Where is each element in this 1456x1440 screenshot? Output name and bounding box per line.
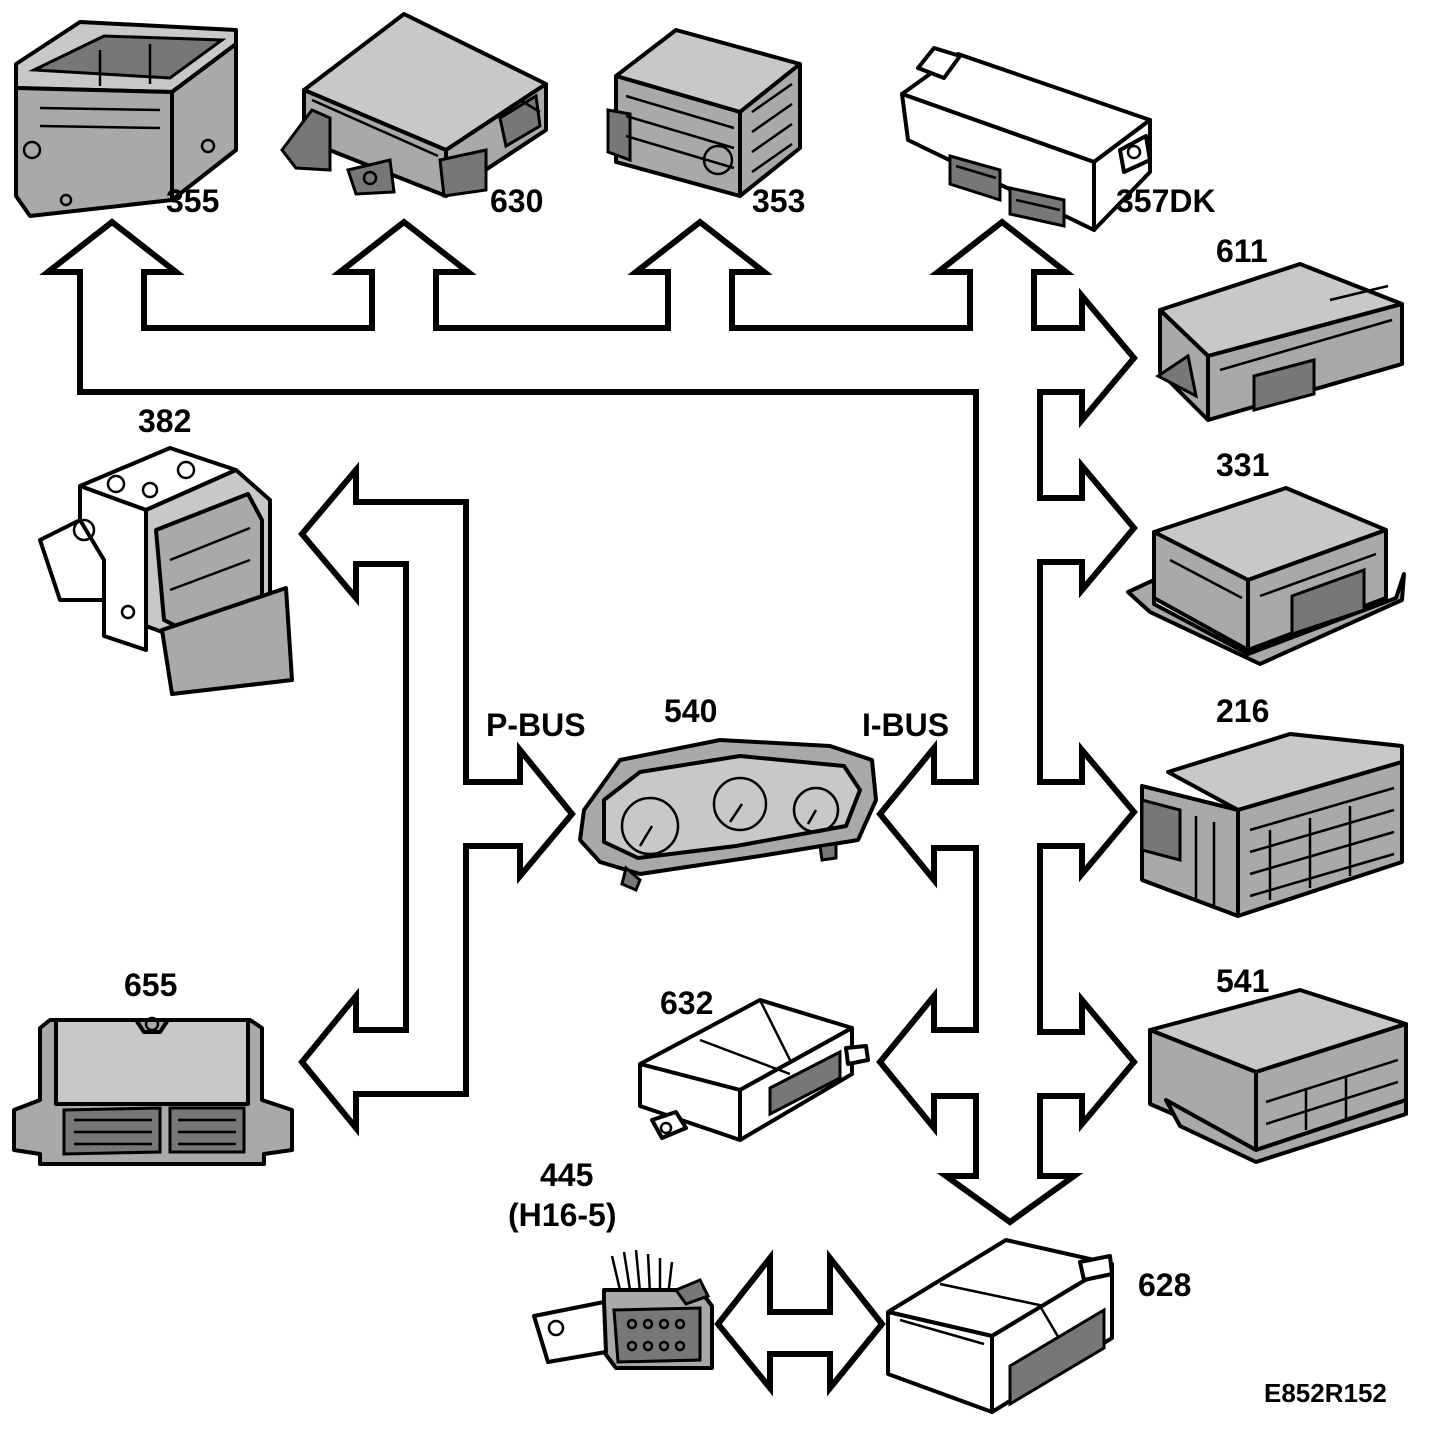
diag-link-arrow [714, 1249, 886, 1397]
label-540: 540 [664, 693, 717, 729]
label-i-bus: I-BUS [862, 707, 949, 743]
module-541[interactable] [1148, 988, 1408, 1164]
label-445: 445 [540, 1157, 593, 1193]
label-216: 216 [1216, 693, 1269, 729]
label-611: 611 [1216, 233, 1268, 269]
label-630: 630 [490, 183, 543, 219]
label-331: 331 [1216, 447, 1269, 483]
module-632[interactable] [638, 998, 870, 1142]
label-p-bus: P-BUS [486, 707, 586, 743]
label-655: 655 [124, 967, 177, 1003]
module-357dk[interactable] [900, 46, 1152, 232]
connector-445[interactable] [532, 1249, 714, 1370]
label-628: 628 [1138, 1267, 1191, 1303]
module-630[interactable] [280, 12, 548, 198]
label-355: 355 [166, 183, 219, 219]
label-632: 632 [660, 985, 713, 1021]
pbus-arrows [298, 461, 576, 1137]
module-355[interactable] [14, 20, 238, 218]
bus-arrow-355 [39, 218, 1138, 1226]
label-541: 541 [1216, 963, 1269, 999]
module-540[interactable] [578, 738, 878, 892]
module-628[interactable] [886, 1238, 1114, 1414]
module-353[interactable] [606, 28, 802, 198]
label-353: 353 [752, 183, 805, 219]
label-357dk: 357DK [1116, 183, 1216, 219]
module-382[interactable] [38, 446, 294, 696]
module-216[interactable] [1140, 732, 1404, 918]
label-382: 382 [138, 403, 191, 439]
module-611[interactable] [1155, 262, 1404, 422]
module-655[interactable] [12, 1016, 294, 1166]
label-445-sub: (H16-5) [508, 1197, 616, 1233]
module-331[interactable] [1126, 486, 1406, 666]
figure-id: E852R152 [1264, 1378, 1387, 1408]
